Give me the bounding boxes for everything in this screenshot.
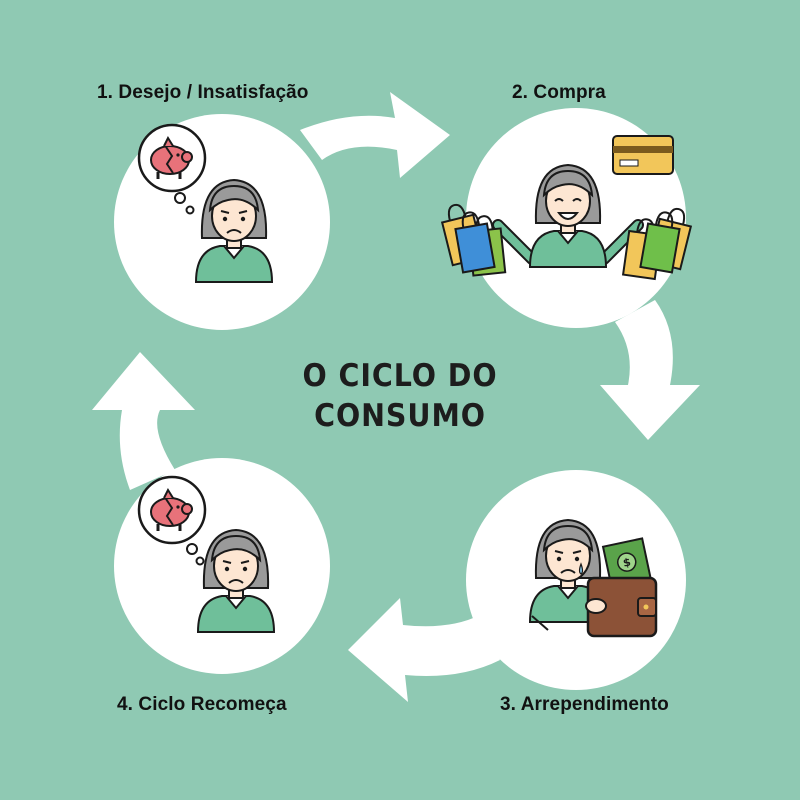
credit-card-icon (612, 135, 674, 175)
step-4-illustration (137, 475, 275, 633)
arrow-4-to-1 (92, 352, 195, 490)
thought-bubble (137, 475, 207, 566)
step-3-label: 3. Arrependimento (500, 694, 669, 715)
step-2-illustration (437, 135, 696, 281)
arrow-2-to-3 (600, 300, 700, 440)
money-bill-icon: $ (601, 537, 652, 588)
step-1-label: 1. Desejo / Insatisfação (97, 82, 309, 103)
svg-text:$: $ (622, 555, 632, 569)
diagram-title-line-2: CONSUMO (314, 398, 486, 434)
crying-person-icon (529, 519, 607, 631)
step-2-label: 2. Compra (512, 82, 606, 103)
arrow-3-to-4 (348, 598, 500, 702)
arrow-1-to-2 (300, 92, 450, 178)
diagram-title-line-1: O CICLO DO (302, 358, 498, 394)
wallet-icon (585, 576, 658, 638)
step-1-illustration (137, 123, 273, 283)
thought-bubble (137, 123, 207, 215)
diagram-title: O CICLO DO CONSUMO (262, 356, 538, 436)
step-4-label: 4. Ciclo Recomeça (117, 694, 287, 715)
step-3-illustration: $ (529, 519, 658, 638)
